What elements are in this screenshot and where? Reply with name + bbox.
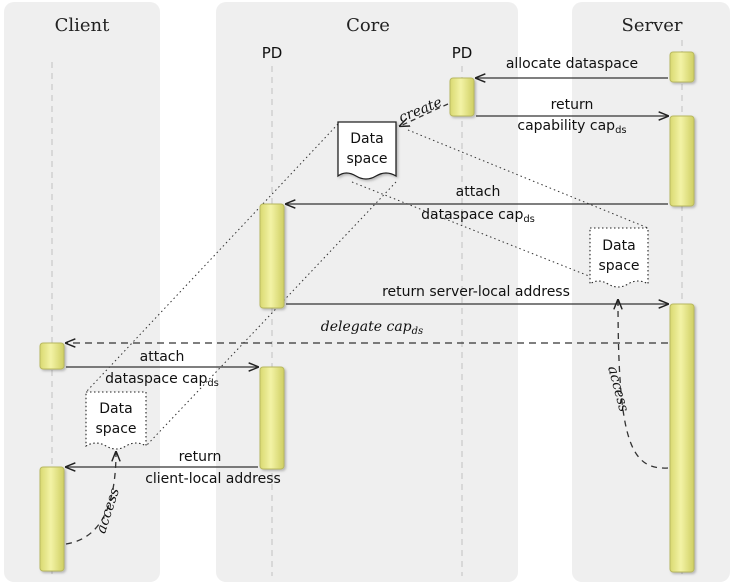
client-dataspace-label-1: Data: [99, 401, 132, 417]
server-activation-1: [669, 51, 695, 83]
delegate-label: delegate capds: [321, 319, 423, 337]
allocate-label: allocate dataspace: [506, 56, 638, 72]
client-dataspace-label-2: space: [95, 421, 136, 437]
core-domain-title: Core: [346, 15, 390, 36]
pd-left-activation-2: [259, 366, 285, 470]
client-domain-panel: [4, 2, 160, 582]
mapping-line: [351, 181, 595, 279]
pd-left-activation-1: [259, 203, 285, 309]
server-activation-2: [669, 115, 695, 207]
client-dataspace-doc: Data space: [85, 391, 147, 450]
return-client-label-1: return: [179, 449, 222, 465]
client-domain-title: Client: [55, 15, 111, 36]
attach-core-label-2: dataspace capds: [421, 207, 535, 225]
mapping-line: [145, 181, 397, 447]
pd-right-activation: [449, 77, 475, 117]
pd-right-label: PD: [452, 44, 473, 62]
server-activation-3: [669, 303, 695, 573]
core-dataspace-doc: Data space: [337, 121, 397, 180]
server-dataspace-label-1: Data: [602, 238, 635, 254]
return-server-label: return server-local address: [382, 284, 570, 300]
attach-core-label-1: attach: [456, 184, 501, 200]
core-dataspace-label-1: Data: [350, 131, 383, 147]
core-dataspace-label-2: space: [346, 151, 387, 167]
client-activation-1: [39, 342, 65, 370]
return-cap-label-2: capability capds: [517, 118, 626, 136]
server-dataspace-doc: Data space: [589, 227, 649, 288]
core-domain-panel: [216, 2, 518, 582]
server-domain-title: Server: [621, 15, 682, 36]
create-arrow: [400, 103, 449, 126]
client-access-arrow: [65, 452, 116, 545]
mapping-line: [407, 129, 649, 229]
server-access-arrow: [618, 300, 669, 469]
client-activation-2: [39, 466, 65, 572]
server-domain-panel: [572, 2, 730, 582]
attach-client-label-2: dataspace capds: [105, 371, 219, 389]
server-dataspace-label-2: space: [598, 258, 639, 274]
pd-left-label: PD: [262, 44, 283, 62]
attach-client-label-1: attach: [140, 349, 185, 365]
return-cap-label-1: return: [551, 97, 594, 113]
mapping-line: [85, 123, 339, 393]
return-client-label-2: client-local address: [145, 471, 281, 487]
